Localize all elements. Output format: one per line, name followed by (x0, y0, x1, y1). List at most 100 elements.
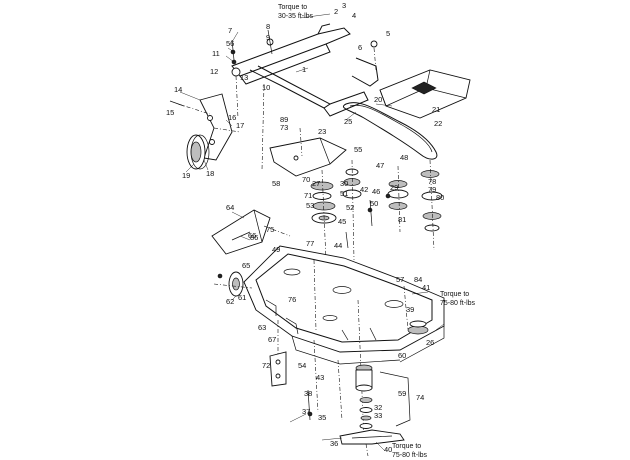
callout-76: 76 (288, 295, 296, 304)
callout-20: 20 (374, 95, 382, 104)
torque-note-bottom-line1: Torque to (392, 443, 421, 450)
callout-1: 1 (302, 65, 306, 74)
callout-45: 45 (338, 217, 346, 226)
torque-note-top-line1: Torque to (278, 4, 307, 11)
torque-note-right-line1: Torque to (440, 291, 469, 298)
callout-29: 29 (390, 183, 398, 192)
callout-51: 51 (340, 189, 348, 198)
callout-23: 23 (318, 127, 326, 136)
callout-57: 57 (396, 275, 404, 284)
leader-lines (179, 13, 445, 451)
callout-27: 27 (312, 179, 320, 188)
callout-75: 75 (266, 225, 274, 234)
callout-4: 4 (352, 11, 356, 20)
callout-33: 33 (374, 411, 382, 420)
part-callouts: 1 2 3 4 5 6 7 8 9 10 11 12 13 14 15 16 1… (166, 1, 444, 454)
callout-55: 55 (354, 145, 362, 154)
callout-44: 44 (334, 241, 342, 250)
callout-22: 22 (434, 119, 442, 128)
discharge-shield (211, 209, 291, 255)
torque-note-bottom-line2: 75-80 ft-lbs (392, 452, 428, 459)
callout-15: 15 (166, 108, 174, 117)
lift-arm-assembly (230, 23, 379, 171)
callout-17: 17 (236, 121, 244, 130)
deck-housing (243, 245, 445, 441)
spindle-pulleys (310, 159, 443, 261)
caster-assembly (169, 93, 241, 170)
callout-66: 66 (248, 231, 256, 240)
callout-7: 7 (228, 26, 232, 35)
drive-belt (342, 102, 438, 160)
callout-9: 9 (266, 33, 270, 42)
callout-78: 78 (428, 177, 436, 186)
torque-note-right-line2: 75-80 ft-lbs (440, 300, 476, 307)
callout-21: 21 (432, 105, 440, 114)
callout-49: 49 (272, 245, 280, 254)
callout-43: 43 (316, 373, 324, 382)
callout-41: 41 (422, 283, 430, 292)
callout-32: 32 (374, 403, 382, 412)
callout-47: 47 (376, 161, 384, 170)
torque-note-top-line2: 30-35 ft-lbs (278, 13, 314, 20)
callout-18: 18 (206, 169, 214, 178)
torque-note-top: Torque to 30-35 ft-lbs (278, 4, 314, 20)
callout-81: 81 (398, 215, 406, 224)
callout-65: 65 (242, 261, 250, 270)
callout-5: 5 (386, 29, 390, 38)
callout-80: 80 (436, 193, 444, 202)
callout-2: 2 (334, 7, 338, 16)
deck-baffle (269, 127, 347, 177)
callout-39: 39 (406, 305, 414, 314)
anti-scalp-bracket (269, 320, 287, 387)
callout-11-top: 11 (212, 49, 220, 58)
callout-14: 14 (174, 85, 182, 94)
callout-16: 16 (228, 113, 236, 122)
callout-89: 89 (280, 115, 288, 124)
callout-37: 37 (302, 407, 310, 416)
callout-42: 42 (360, 185, 368, 194)
callout-64: 64 (226, 203, 234, 212)
callout-52: 52 (346, 203, 354, 212)
callout-46: 46 (372, 187, 380, 196)
callout-73: 73 (280, 123, 288, 132)
callout-36: 36 (330, 439, 338, 448)
callout-19: 19 (182, 171, 190, 180)
callout-62: 62 (226, 297, 234, 306)
callout-30: 30 (340, 179, 348, 188)
callout-13: 13 (240, 73, 248, 82)
callout-35: 35 (318, 413, 326, 422)
callout-74: 74 (416, 393, 424, 402)
callout-67: 67 (268, 335, 276, 344)
callout-48: 48 (400, 153, 408, 162)
callout-72: 72 (262, 361, 270, 370)
callout-77: 77 (306, 239, 314, 248)
torque-note-right: Torque to 75-80 ft-lbs (440, 291, 476, 307)
callout-26: 26 (426, 338, 434, 347)
callout-54: 54 (298, 361, 306, 370)
callout-38: 38 (304, 389, 312, 398)
spindle-and-blade (307, 339, 411, 457)
callout-56: 56 (226, 39, 234, 48)
callout-84: 84 (414, 275, 422, 284)
callout-58: 58 (272, 179, 280, 188)
callout-70: 70 (302, 175, 310, 184)
callout-86: 86 (250, 233, 258, 242)
torque-note-bottom: Torque to 75-80 ft-lbs (392, 443, 428, 459)
callout-50: 50 (370, 199, 378, 208)
callout-8: 8 (266, 22, 270, 31)
callout-63: 63 (258, 323, 266, 332)
callout-71: 71 (304, 191, 312, 200)
callout-6: 6 (358, 43, 362, 52)
callout-79: 79 (428, 185, 436, 194)
callout-10: 10 (262, 83, 270, 92)
callout-3: 3 (342, 1, 346, 10)
belt-cover (379, 69, 471, 119)
callout-53: 53 (306, 201, 314, 210)
callout-61: 61 (238, 293, 246, 302)
callout-12: 12 (210, 67, 218, 76)
callout-25: 25 (344, 117, 352, 126)
callout-59: 59 (398, 389, 406, 398)
callout-40: 40 (384, 445, 392, 454)
callout-60: 60 (398, 351, 406, 360)
